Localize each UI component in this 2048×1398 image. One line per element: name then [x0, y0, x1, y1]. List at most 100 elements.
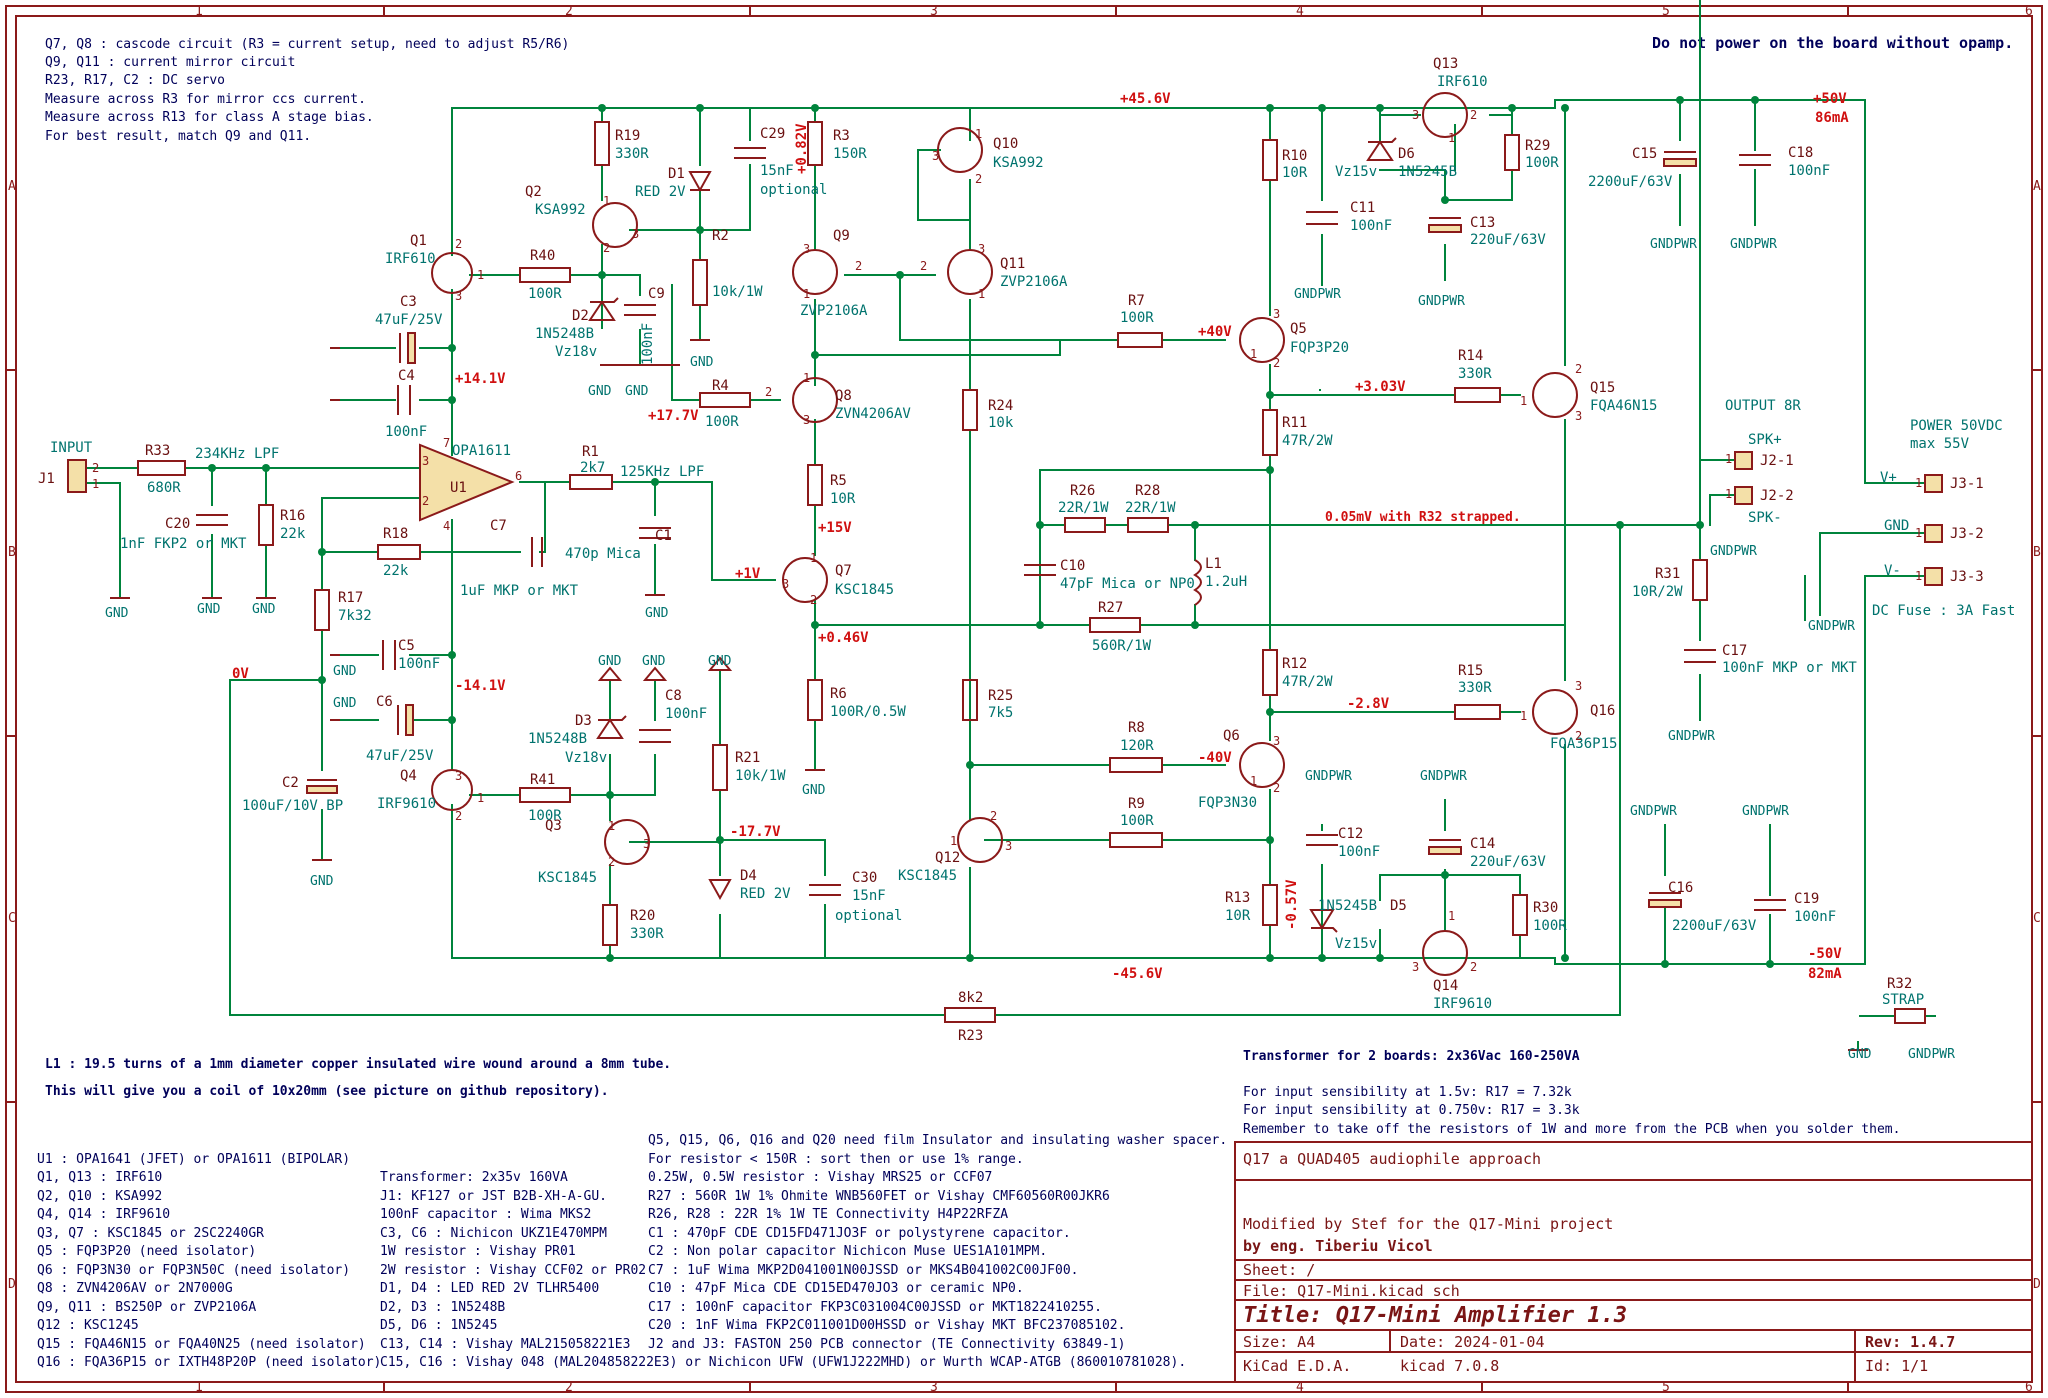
c9-ref: C9 [648, 286, 665, 302]
svg-text:1W resistor : Vishay PR01: 1W resistor : Vishay PR01 [380, 1244, 576, 1259]
notes-bottom: L1 : 19.5 turns of a 1mm diameter copper… [45, 1049, 1900, 1137]
title-id: Id: 1/1 [1865, 1357, 1928, 1375]
svg-text:1: 1 [1725, 452, 1732, 466]
svg-text:Q2, Q10 : KSA992: Q2, Q10 : KSA992 [37, 1189, 162, 1204]
svg-text:Q16 : FQA36P15 or IXTH48P20P (: Q16 : FQA36P15 or IXTH48P20P (need isola… [37, 1355, 381, 1370]
frame-row-b-right: B [2033, 545, 2041, 560]
q4-value: IRF9610 [377, 796, 436, 812]
r24-ref: R24 [988, 398, 1013, 414]
svg-text:2: 2 [990, 809, 997, 823]
c5-value: 100nF [398, 656, 440, 672]
bom-column-1: U1 : OPA1641 (JFET) or OPA1611 (BIPOLAR)… [37, 1152, 381, 1370]
svg-text:3: 3 [932, 149, 939, 163]
c8-value: 100nF [665, 706, 707, 722]
u1-ref: U1 [450, 480, 467, 496]
j3-1-value: V+ [1880, 470, 1897, 486]
c29-ref: C29 [760, 126, 785, 142]
r30-ref: R30 [1533, 900, 1558, 916]
r21-value: 10k/1W [735, 768, 786, 784]
title-size: Size: A4 [1243, 1333, 1315, 1351]
svg-text:3: 3 [978, 242, 985, 256]
title-sheet: Sheet: / [1243, 1261, 1315, 1279]
c1-value: 470p Mica [565, 546, 641, 562]
frame-row-a-right: A [2033, 179, 2041, 194]
r20-value: 330R [630, 926, 664, 942]
svg-text:2: 2 [920, 259, 927, 273]
title-subtitle: Q17 a QUAD405 audiophile approach [1243, 1150, 1541, 1168]
frame-row-d-left: D [8, 1277, 16, 1292]
svg-text:GND: GND [645, 606, 669, 621]
q11-value: ZVP2106A [1000, 274, 1068, 290]
ground-labels: GND GND GND GND GND GND GND GND GND GND … [105, 237, 1955, 1062]
r14-ref: R14 [1458, 348, 1483, 364]
frame-col-1-top: 1 [195, 4, 203, 19]
q16-value: FQA36P15 [1550, 736, 1617, 752]
svg-text:Q9, Q11 : BS250P or ZVP2106A: Q9, Q11 : BS250P or ZVP2106A [37, 1300, 256, 1315]
d3-value: 1N5248B [528, 731, 587, 747]
svg-text:1: 1 [1520, 394, 1527, 408]
c29-note: optional [760, 182, 827, 198]
r8-value: 120R [1120, 738, 1154, 754]
r15-value: 330R [1458, 680, 1492, 696]
q11-ref: Q11 [1000, 256, 1025, 272]
c14-ref: C14 [1470, 836, 1495, 852]
svg-text:R23, R17, C2 : DC servo: R23, R17, C2 : DC servo [45, 73, 225, 88]
c4-value: 100nF [385, 424, 427, 440]
c18-value: 100nF [1788, 163, 1830, 179]
c13-ref: C13 [1470, 215, 1495, 231]
svg-text:Q7, Q8 : cascode circuit (R3 =: Q7, Q8 : cascode circuit (R3 = current s… [45, 37, 569, 52]
svg-text:3: 3 [455, 769, 462, 783]
d1-value: RED 2V [635, 184, 686, 200]
svg-text:GNDPWR: GNDPWR [1730, 237, 1777, 252]
d3-vz: Vz18v [565, 750, 607, 766]
svg-text:R26, R28 : 22R 1% 1W TE Connec: R26, R28 : 22R 1% 1W TE Connectivity H4P… [648, 1207, 1008, 1222]
c11-ref: C11 [1350, 200, 1375, 216]
c2-ref: C2 [282, 775, 299, 791]
r4-ref: R4 [712, 378, 729, 394]
r31-ref: R31 [1655, 566, 1680, 582]
frame-col-6-bottom: 6 [2025, 1380, 2033, 1395]
d6-vz: Vz15v [1335, 164, 1377, 180]
svg-text:2: 2 [603, 241, 610, 255]
r5-ref: R5 [830, 473, 847, 489]
net-m40: -40V [1198, 750, 1232, 766]
net-p1: +1V [735, 566, 761, 582]
svg-text:C10 : 47pF Mica CDE CD15ED470J: C10 : 47pF Mica CDE CD15ED470JO3 or cera… [648, 1281, 1024, 1296]
r18-value: 22k [383, 563, 409, 579]
d2-value: 1N5248B [535, 326, 594, 342]
l1-value: 1.2uH [1205, 574, 1247, 590]
svg-text:1: 1 [1250, 774, 1257, 788]
r6-value: 100R/0.5W [830, 704, 906, 720]
svg-text:Transformer: 2x35v 160VA: Transformer: 2x35v 160VA [380, 1170, 568, 1185]
q8-ref: Q8 [835, 388, 852, 404]
r6-ref: R6 [830, 686, 847, 702]
q10-ref: Q10 [993, 136, 1018, 152]
frame-col-6-top: 6 [2025, 4, 2033, 19]
r7-value: 100R [1120, 310, 1154, 326]
net-labels: +45.6V +50V 86mA -50V 82mA -45.6V +14.1V… [232, 91, 1849, 982]
q14-ref: Q14 [1433, 978, 1458, 994]
component-refs: Q1 Q2 Q3 Q4 Q5 Q6 Q7 Q8 Q9 Q10 Q11 Q12 Q… [38, 56, 1984, 1044]
svg-text:GND: GND [252, 602, 276, 617]
r29-ref: R29 [1525, 138, 1550, 154]
q10-value: KSA992 [993, 155, 1044, 171]
component-values: IRF610 KSA992 KSC1845 IRF9610 FQP3P20 FQ… [50, 74, 2015, 1012]
net-m057: -0.57V [1284, 879, 1300, 930]
d6-ref: D6 [1398, 146, 1415, 162]
c20-ref: C20 [165, 516, 190, 532]
j3-1-ref: J3-1 [1950, 476, 1984, 492]
svg-text:2W resistor : Vishay CCF02 or: 2W resistor : Vishay CCF02 or PR02 [380, 1263, 646, 1278]
svg-text:2: 2 [1273, 781, 1280, 795]
net-p303: +3.03V [1355, 379, 1406, 395]
net-p046: +0.46V [818, 630, 869, 646]
svg-text:3: 3 [1575, 679, 1582, 693]
q12-value: KSC1845 [898, 868, 957, 884]
title-main: Title: Q17-Mini Amplifier 1.3 [1243, 1303, 1627, 1328]
q3-ref: Q3 [545, 818, 562, 834]
title-rev: Rev: 1.4.7 [1865, 1333, 1955, 1351]
r21-ref: R21 [735, 750, 760, 766]
svg-text:GNDPWR: GNDPWR [1630, 804, 1677, 819]
svg-text:GNDPWR: GNDPWR [1908, 1047, 1955, 1062]
q12-ref: Q12 [935, 850, 960, 866]
svg-text:3: 3 [643, 837, 650, 851]
